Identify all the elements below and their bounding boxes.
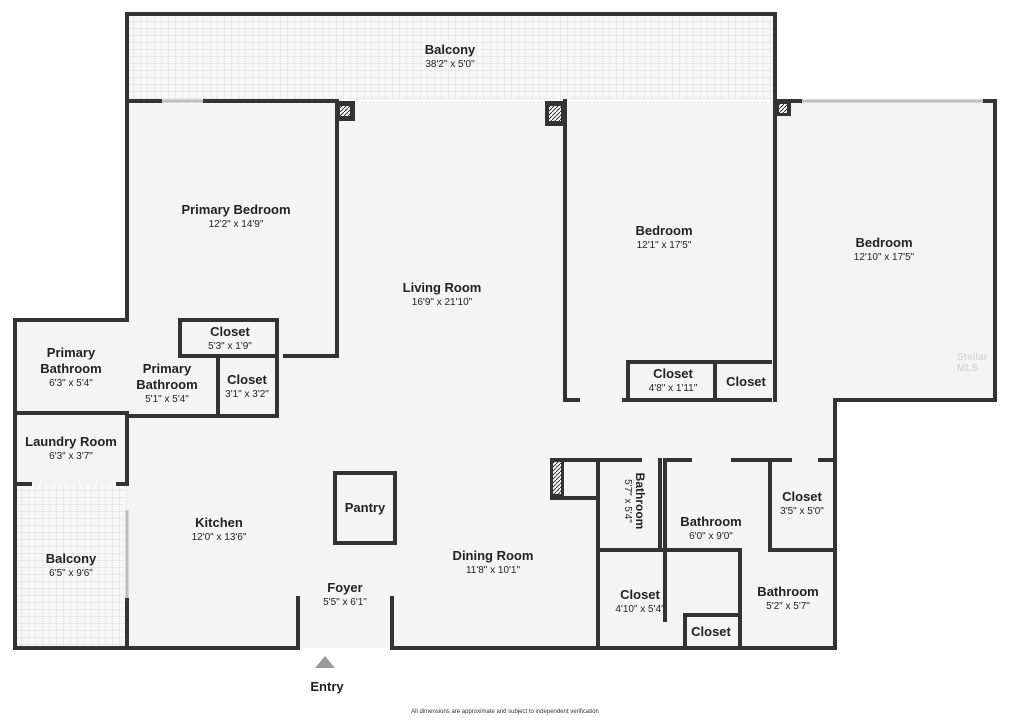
room-label-closet-tiny: Closet xyxy=(691,624,731,639)
walls xyxy=(13,12,997,650)
structural-columns xyxy=(335,101,791,498)
utility-floor xyxy=(15,320,127,484)
watermark: Stellar MLS xyxy=(957,352,988,374)
balcony-top-floor xyxy=(127,14,775,100)
interior-floor xyxy=(127,101,995,648)
footer-note: All dimensions are approximate and subje… xyxy=(411,709,599,715)
room-label-closet-bedroom-right: Closet xyxy=(726,374,766,389)
room-label-pantry: Pantry xyxy=(344,500,386,515)
entry-label: Entry xyxy=(310,679,344,694)
floor-fills xyxy=(15,14,995,648)
balcony-left-floor xyxy=(15,484,127,648)
entry-arrow-icon xyxy=(315,656,335,668)
